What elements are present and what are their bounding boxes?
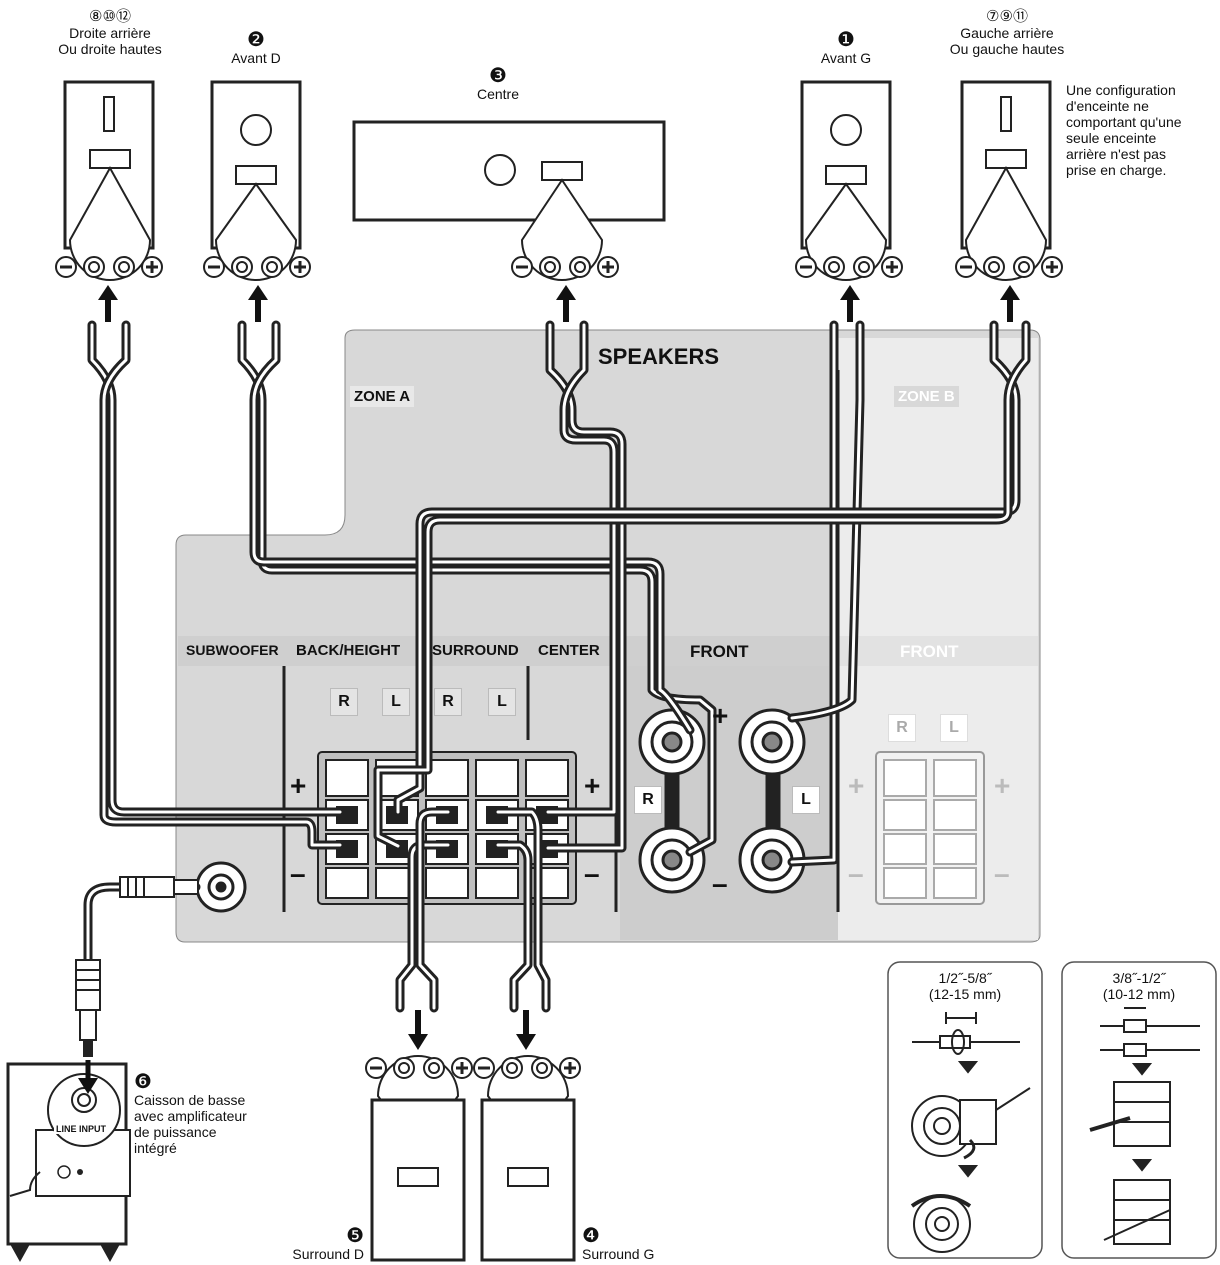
front-left-line1: Avant G: [820, 50, 872, 66]
rear-left-line1: Gauche arrière: [960, 25, 1054, 41]
plus-sign-left: +: [290, 770, 307, 801]
plus-sign-zone-b-left: +: [848, 770, 865, 801]
strip-guide-screw-label: 1/2˝-5/8˝ (12-15 mm): [888, 970, 1042, 1002]
channel-zone-b-r: R: [888, 714, 916, 742]
note-line2: d'enceinte ne: [1066, 98, 1149, 114]
number-front-right: ❷: [247, 29, 265, 51]
speaker-wires: [83, 320, 1031, 1013]
channel-front-l: L: [792, 786, 820, 814]
arrow-icons-down: [408, 1010, 536, 1050]
configuration-note: Une configuration d'enceinte ne comporta…: [1066, 82, 1216, 178]
subwoofer-line4: intégré: [134, 1140, 177, 1156]
label-surround-left: ❹ Surround G: [582, 1226, 672, 1262]
section-subwoofer: SUBWOOFER: [186, 642, 279, 658]
note-line4: seule enceinte: [1066, 130, 1157, 146]
plus-sign-right: +: [584, 770, 601, 801]
strip-guide-boxes: [887, 961, 1217, 1259]
note-line6: prise en charge.: [1066, 162, 1167, 178]
rear-left-line2: Ou gauche hautes: [949, 41, 1065, 57]
label-rear-left: ⑦⑨⑪ Gauche arrière Ou gauche hautes: [934, 8, 1080, 57]
rca-plugs: [75, 876, 199, 1057]
minus-sign-right: –: [584, 858, 600, 889]
note-line5: arrière n'est pas: [1066, 146, 1166, 162]
section-back-height: BACK/HEIGHT: [296, 642, 401, 659]
center-line1: Centre: [476, 86, 520, 102]
surround-left-line1: Surround G: [582, 1246, 655, 1262]
label-front-right: ❷ Avant D: [206, 30, 306, 66]
arrow-icon-down-sub: [78, 1060, 98, 1094]
plus-sign-front: +: [712, 700, 729, 731]
label-front-left: ❶ Avant G: [796, 30, 896, 66]
channel-back-r: R: [330, 688, 358, 716]
number-center: ❸: [489, 65, 507, 87]
terminal-callouts-top: [68, 165, 1048, 281]
strip-guide-illustrations: [910, 1007, 1200, 1253]
number-front-left: ❶: [837, 29, 855, 51]
number-subwoofer: ❻: [134, 1071, 152, 1093]
number-rear-right: ⑧⑩⑫: [89, 8, 131, 25]
section-header-bar-b: [838, 636, 1038, 666]
channel-surround-l: L: [488, 688, 516, 716]
section-front-b: FRONT: [900, 642, 959, 661]
rear-right-line2: Ou droite hautes: [58, 41, 162, 57]
minus-sign-left: –: [290, 858, 306, 889]
channel-front-r: R: [634, 786, 662, 814]
strip-guide-push-label: 3/8˝-1/2˝ (10-12 mm): [1062, 970, 1216, 1002]
subwoofer-line3: de puissance: [134, 1124, 217, 1140]
minus-sign-zone-b-right: –: [994, 858, 1010, 889]
minus-sign-front: –: [712, 868, 728, 899]
strip-push-mm: (10-12 mm): [1102, 986, 1176, 1002]
surround-right-line1: Surround D: [292, 1246, 364, 1262]
strip-push-inch: 3/8˝-1/2˝: [1112, 970, 1166, 986]
line-input-label: LINE INPUT: [54, 1124, 109, 1134]
strip-screw-mm: (12-15 mm): [928, 986, 1002, 1002]
plus-sign-zone-b-right: +: [994, 770, 1011, 801]
number-rear-left: ⑦⑨⑪: [986, 8, 1028, 25]
subwoofer-line1: Caisson de basse: [134, 1092, 246, 1108]
note-line1: Une configuration: [1066, 82, 1176, 98]
zone-a-label: ZONE A: [350, 386, 415, 407]
rear-right-line1: Droite arrière: [69, 25, 151, 41]
number-surround-left: ❹: [582, 1225, 600, 1247]
strip-screw-inch: 1/2˝-5/8˝: [938, 970, 992, 986]
subwoofer-line2: avec amplificateur: [134, 1108, 247, 1124]
label-rear-right: ⑧⑩⑫ Droite arrière Ou droite hautes: [40, 8, 180, 57]
section-surround: SURROUND: [432, 642, 519, 659]
speakers-title: SPEAKERS: [598, 344, 720, 369]
subwoofer-box: [6, 1062, 131, 1262]
label-center: ❸ Centre: [448, 66, 548, 102]
section-center: CENTER: [538, 642, 600, 659]
section-front: FRONT: [690, 642, 749, 661]
arrow-icons-up: [98, 285, 1020, 322]
subwoofer-jack: [195, 861, 247, 913]
front-binding-posts: [638, 708, 806, 894]
label-surround-right: ❺ Surround D: [284, 1226, 364, 1262]
minus-sign-zone-b-left: –: [848, 858, 864, 889]
channel-back-l: L: [382, 688, 410, 716]
label-subwoofer: ❻ Caisson de basse avec amplificateur de…: [134, 1072, 247, 1156]
zone-b-label: ZONE B: [894, 386, 959, 407]
channel-zone-b-l: L: [940, 714, 968, 742]
front-right-line1: Avant D: [231, 50, 281, 66]
note-line3: comportant qu'une: [1066, 114, 1182, 130]
number-surround-right: ❺: [346, 1225, 364, 1247]
channel-surround-r: R: [434, 688, 462, 716]
